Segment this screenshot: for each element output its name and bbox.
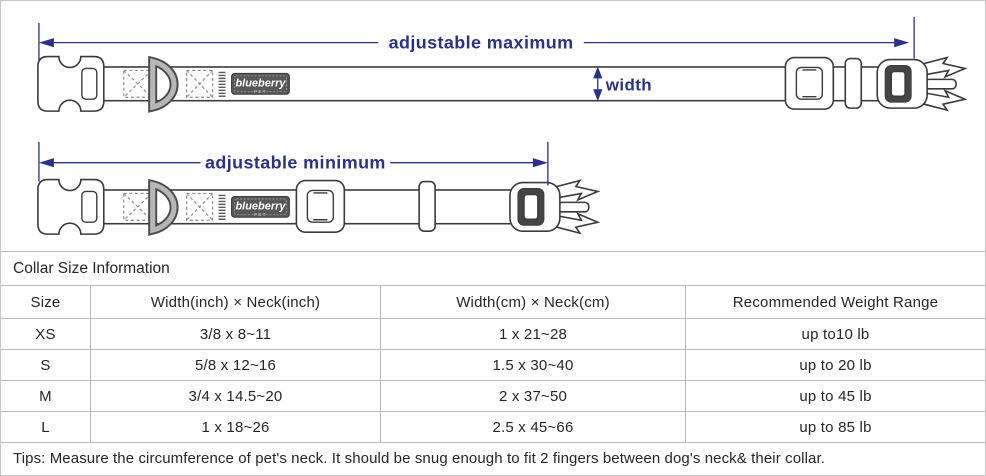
collar-diagrams: blueberry PET adjustable maximum width b… (1, 16, 966, 251)
table-row-xs: XS 3/8 x 8~11 1 x 21~28 up to10 lb (1, 319, 985, 350)
triglide-slider (784, 56, 835, 110)
collar-diagram-minimum: blueberry PET (38, 179, 599, 235)
keeper-loop (844, 57, 863, 109)
cell-cm: 2.5 x 45~66 (381, 412, 686, 442)
cell-weight: up to 45 lb (799, 387, 872, 405)
dimension-arrow-minimum: adjustable minimum (38, 141, 549, 186)
cell-weight: up to 85 lb (799, 418, 872, 436)
collar-diagram-maximum: blueberry PET (38, 56, 966, 112)
dimension-label-width: width (605, 75, 652, 94)
cell-inch: 3/8 x 8~11 (91, 319, 381, 349)
cell-size: XS (1, 319, 91, 349)
cell-weight: up to10 lb (801, 325, 870, 343)
table-row-m: M 3/4 x 14.5~20 2 x 37~50 up to 45 lb (1, 381, 985, 412)
dimension-arrow-maximum: adjustable maximum (38, 16, 915, 61)
section-title-row: Collar Size Information (1, 251, 985, 286)
cell-size: S (1, 350, 91, 380)
col-header-inch: Width(inch) × Neck(inch) (91, 286, 381, 318)
tips-text: Tips: Measure the circumference of pet's… (13, 450, 825, 467)
male-buckle (509, 179, 599, 234)
cell-weight: up to 20 lb (799, 356, 872, 374)
collar-strap (99, 66, 887, 102)
brand-sub: PET (254, 212, 267, 217)
table-row-s: S 5/8 x 12~16 1.5 x 30~40 up to 20 lb (1, 350, 985, 381)
brand-sub: PET (254, 89, 267, 94)
tips-row: Tips: Measure the circumference of pet's… (1, 443, 985, 474)
cell-size: M (1, 381, 91, 411)
col-header-weight: Recommended Weight Range (732, 293, 939, 311)
cell-inch: 5/8 x 12~16 (91, 350, 381, 380)
cell-inch: 1 x 18~26 (91, 412, 381, 442)
cell-size: L (1, 412, 91, 442)
cell-cm: 1 x 21~28 (381, 319, 686, 349)
cell-inch: 3/4 x 14.5~20 (91, 381, 381, 411)
male-buckle (876, 56, 966, 111)
cell-cm: 2 x 37~50 (381, 381, 686, 411)
table-row-l: L 1 x 18~26 2.5 x 45~66 up to 85 lb (1, 412, 985, 443)
dimension-arrow-width: width (593, 66, 652, 102)
brand-name: blueberry (235, 77, 286, 89)
dimension-label-maximum: adjustable maximum (389, 33, 574, 53)
keeper-loop (418, 180, 436, 232)
cell-cm: 1.5 x 30~40 (381, 350, 686, 380)
section-title: Collar Size Information (13, 259, 170, 277)
triglide-slider (295, 179, 346, 233)
col-header-cm: Width(cm) × Neck(cm) (381, 286, 686, 318)
dimension-label-minimum: adjustable minimum (205, 153, 386, 173)
table-header-row: Size Width(inch) × Neck(inch) Width(cm) … (1, 286, 985, 319)
brand-name: blueberry (235, 200, 286, 212)
col-header-size: Size (1, 286, 91, 318)
